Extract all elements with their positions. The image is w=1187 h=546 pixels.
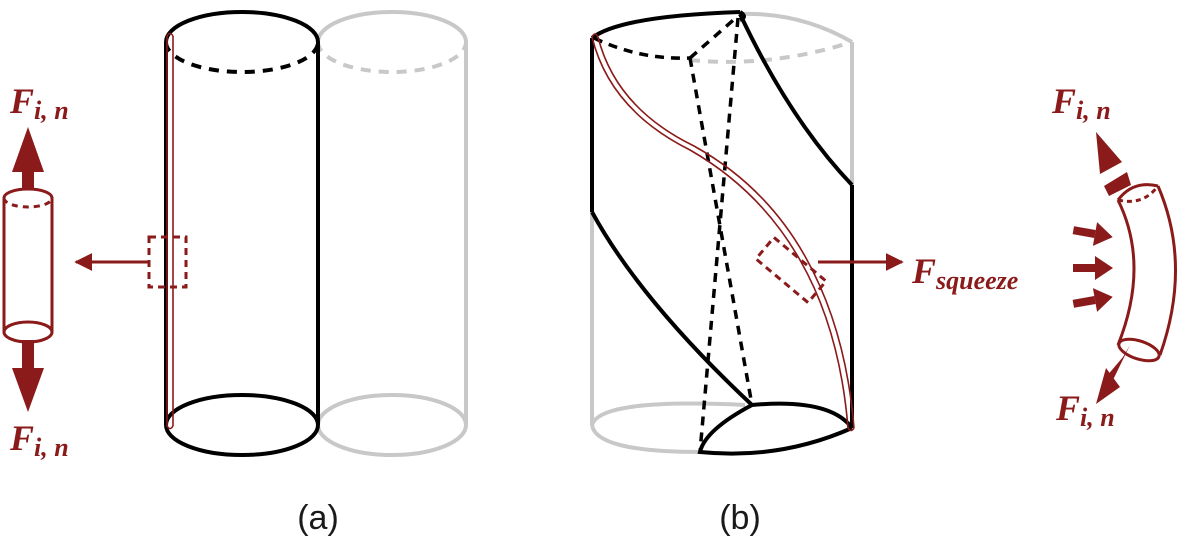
caption-b: (b): [719, 499, 761, 537]
curved-fiber-element: [1116, 183, 1177, 363]
caption-a: (a): [297, 499, 339, 537]
main-cylinder-a: [164, 10, 320, 457]
ghost-cylinder-b: [590, 11, 854, 454]
fiber-b: [591, 33, 855, 432]
tension-arrows-b: [1096, 132, 1131, 404]
force-label-squeeze: Fsqueeze: [911, 251, 1018, 295]
tension-arrows-a: [12, 127, 44, 412]
panel-b: Fsqueeze Fi, n Fi, n (b): [590, 10, 1177, 537]
force-label-top-b: Fi, n: [1051, 81, 1111, 125]
fiber-a: [166, 32, 174, 430]
ghost-cylinder-a: [316, 10, 468, 457]
panel-a: Fi, n Fi, n (a): [2, 10, 468, 537]
squeeze-arrows: [1072, 222, 1113, 312]
force-label-bottom-b: Fi, n: [1055, 388, 1115, 432]
hidden-edges-b: [593, 14, 754, 453]
straight-fiber-element: [2, 187, 54, 344]
twisted-cylinder-b: [590, 10, 854, 456]
force-label-top-a: Fi, n: [9, 81, 69, 125]
force-label-bottom-a: Fi, n: [9, 418, 69, 462]
